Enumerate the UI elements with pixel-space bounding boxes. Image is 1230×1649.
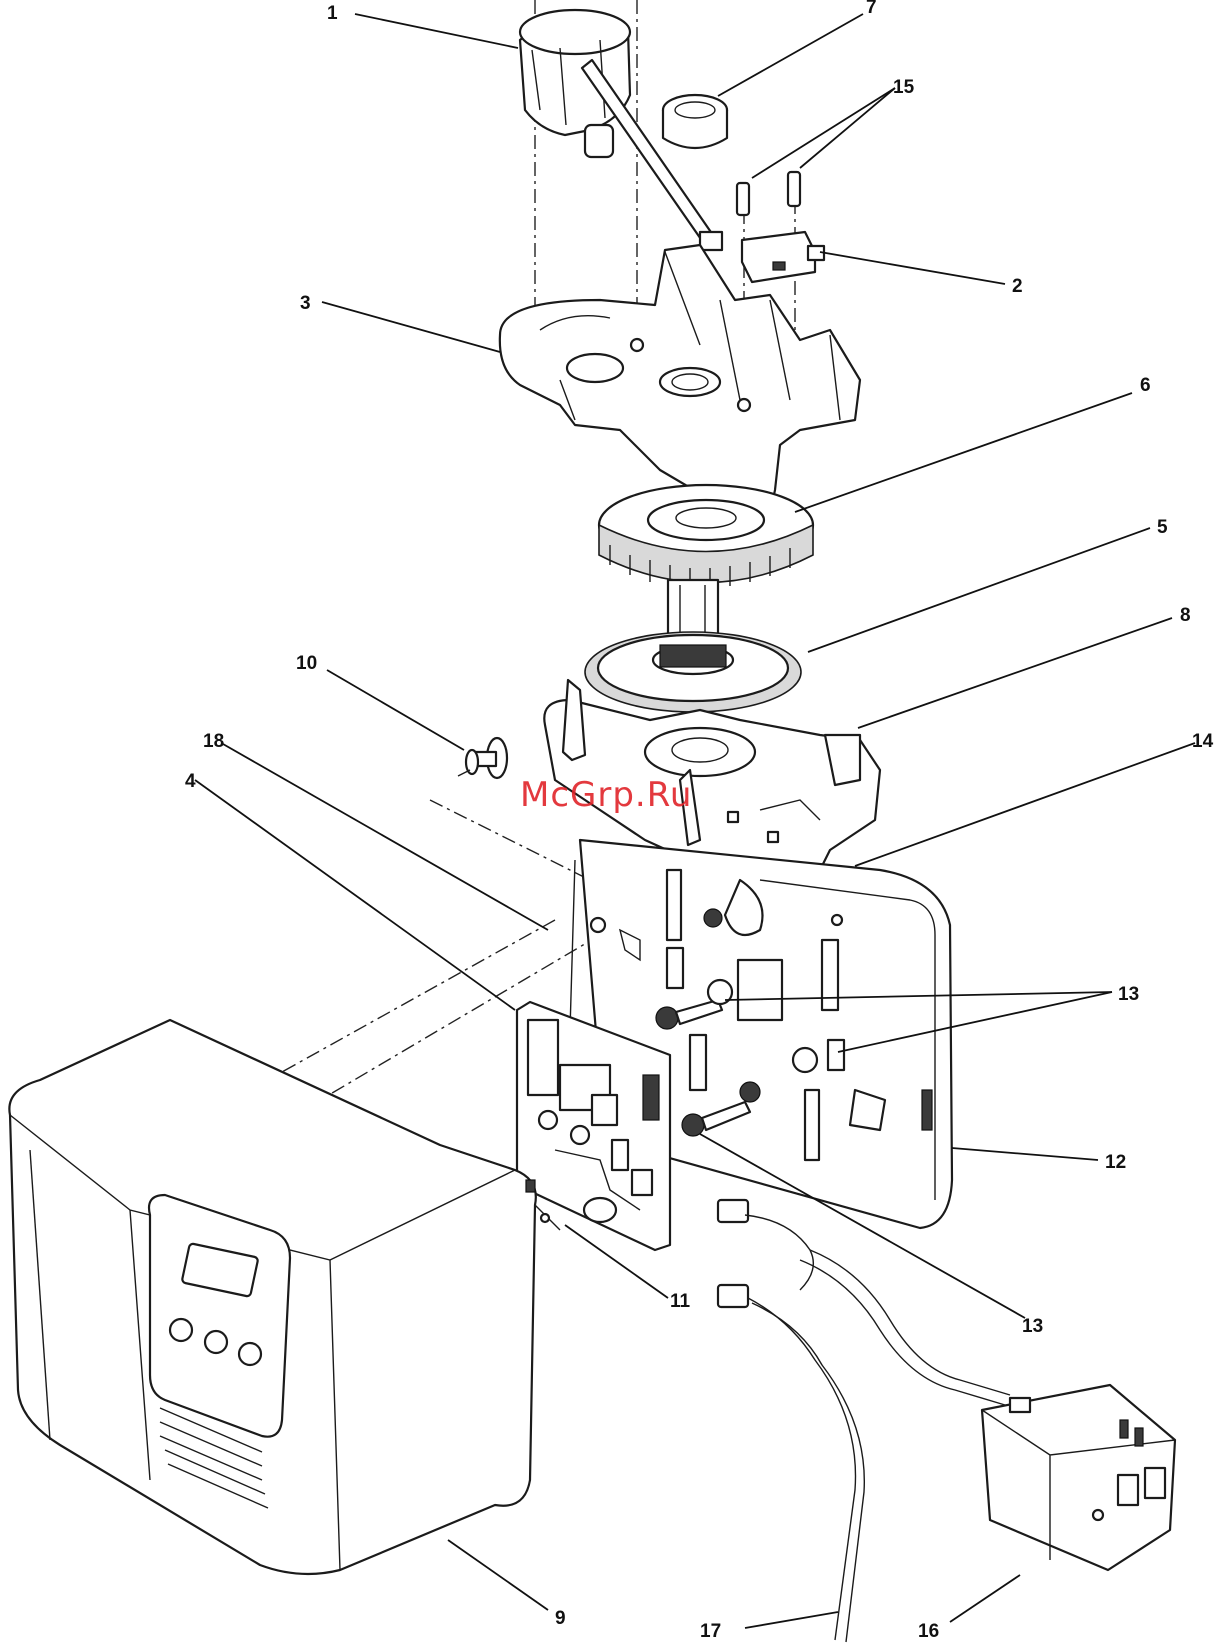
cord-part (718, 1200, 1010, 1642)
callout-13-upper: 13 (1118, 984, 1139, 1005)
callout-13-lower: 13 (1022, 1316, 1043, 1337)
callout-1: 1 (327, 3, 338, 24)
callout-6: 6 (1140, 375, 1151, 396)
callout-17: 17 (700, 1621, 721, 1642)
callout-9: 9 (555, 1608, 566, 1629)
bushing-part (458, 738, 507, 778)
microswitch-part (742, 232, 824, 282)
collar-part (663, 95, 727, 148)
callout-10: 10 (296, 653, 317, 674)
callout-12: 12 (1105, 1152, 1126, 1173)
callout-16: 16 (918, 1621, 939, 1642)
callout-14: 14 (1192, 731, 1214, 752)
bracket-part (500, 245, 860, 520)
front-cover-part (9, 1020, 535, 1574)
callout-8: 8 (1180, 605, 1191, 626)
transformer-part (982, 1385, 1175, 1570)
callout-5: 5 (1157, 517, 1168, 538)
callout-15: 15 (893, 77, 915, 98)
callout-3: 3 (300, 293, 311, 314)
drive-gear-part (599, 485, 813, 588)
screws-part (737, 172, 800, 215)
callout-18: 18 (203, 731, 224, 752)
cam-gear-part (585, 580, 801, 712)
callout-2: 2 (1012, 276, 1023, 297)
callout-7: 7 (866, 0, 877, 18)
callout-11: 11 (670, 1291, 691, 1312)
watermark-text: McGrp.Ru (520, 775, 692, 815)
callout-4: 4 (185, 771, 196, 792)
